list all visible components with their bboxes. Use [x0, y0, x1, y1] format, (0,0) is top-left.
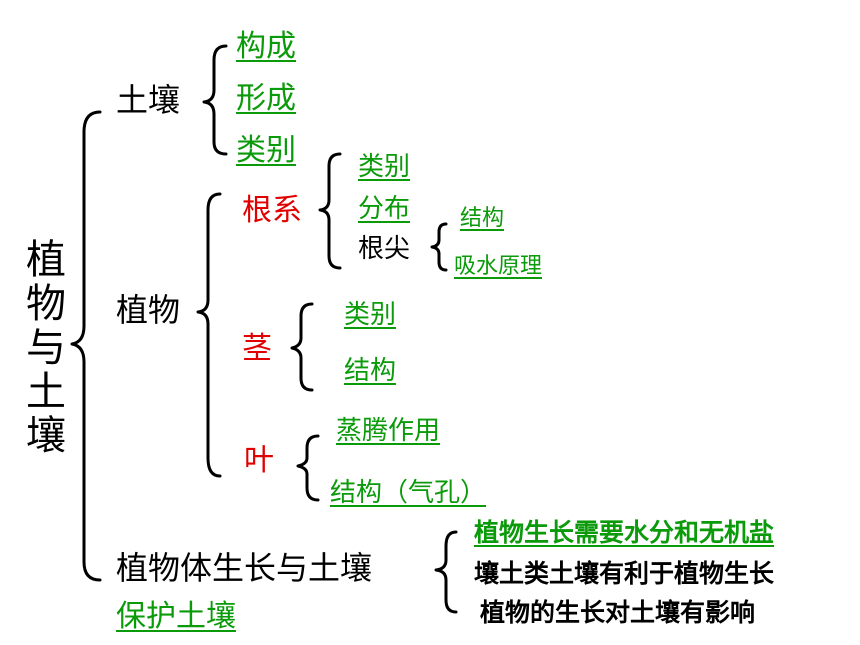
- root-system-brace: [318, 152, 342, 270]
- leaf-brace: [296, 434, 320, 502]
- growth-label: 植物体生长与土壤: [116, 549, 373, 587]
- soil-item-formation[interactable]: 形成: [236, 81, 296, 116]
- growth-item-water-minerals[interactable]: 植物生长需要水分和无机盐: [474, 518, 775, 547]
- root-title-char: 物: [26, 281, 66, 327]
- growth-brace: [434, 530, 458, 614]
- soil-item-composition[interactable]: 构成: [236, 29, 296, 64]
- stem-brace: [290, 302, 314, 392]
- root-title: 植 物 与 土 壤: [24, 238, 68, 458]
- soil-brace: [202, 44, 228, 156]
- plant-label: 植物: [116, 291, 181, 329]
- stem-label: 茎: [242, 331, 272, 366]
- soil-label: 土壤: [116, 81, 181, 119]
- plant-brace: [196, 192, 222, 478]
- leaf-label: 叶: [244, 443, 274, 478]
- main-brace: [70, 110, 102, 582]
- protect-soil-link[interactable]: 保护土壤: [116, 599, 236, 634]
- root-title-char: 与: [26, 325, 66, 371]
- stem-item-category[interactable]: 类别: [344, 300, 397, 330]
- root-system-item-category[interactable]: 类别: [358, 152, 411, 182]
- leaf-item-stomata-structure[interactable]: 结构（气孔）: [330, 478, 487, 508]
- soil-item-category[interactable]: 类别: [236, 133, 296, 168]
- growth-item-loam-soil: 壤土类土壤有利于植物生长: [474, 559, 775, 588]
- root-tip-item-structure[interactable]: 结构: [460, 206, 505, 231]
- root-tip-label: 根尖: [358, 234, 411, 264]
- root-title-char: 土: [26, 369, 66, 415]
- root-system-item-distribution[interactable]: 分布: [358, 194, 411, 224]
- root-title-char: 植: [26, 237, 66, 283]
- root-tip-item-water-absorption[interactable]: 吸水原理: [454, 254, 543, 279]
- leaf-item-transpiration[interactable]: 蒸腾作用: [336, 416, 441, 446]
- root-title-char: 壤: [26, 413, 66, 459]
- root-system-label: 根系: [242, 193, 302, 228]
- stem-item-structure[interactable]: 结构: [344, 356, 397, 386]
- root-tip-brace: [430, 222, 448, 272]
- growth-item-plant-effect: 植物的生长对土壤有影响: [480, 598, 756, 627]
